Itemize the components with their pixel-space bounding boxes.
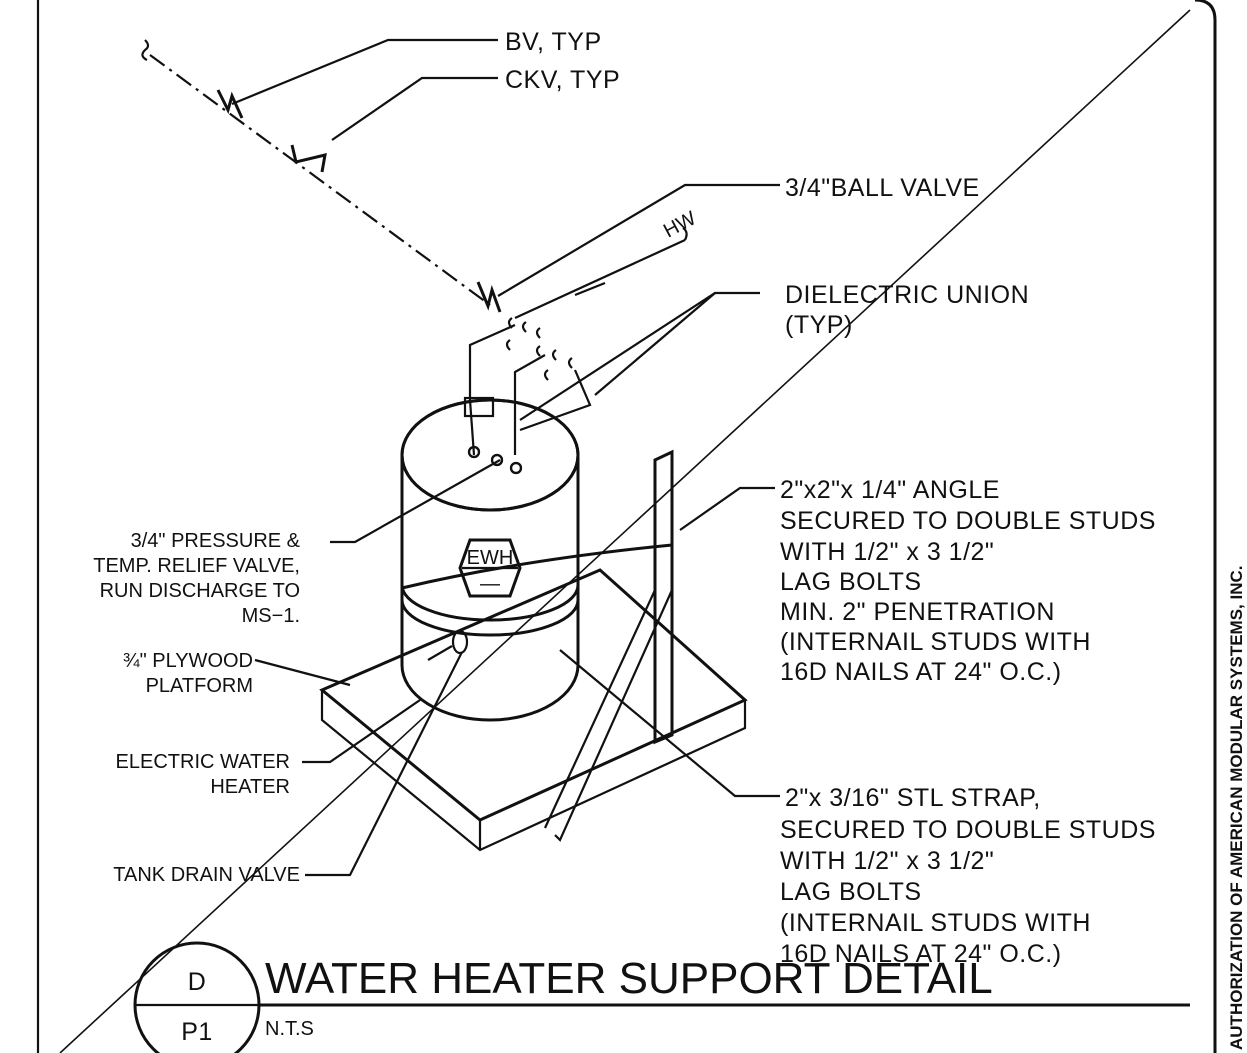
label-dielectric-line-2: (TYP) xyxy=(785,311,853,339)
pipe-break-top xyxy=(141,39,150,61)
cold-riser xyxy=(468,323,516,456)
leader-drain xyxy=(305,651,463,877)
tank-band-1 xyxy=(400,584,580,622)
label-hw: HW xyxy=(660,207,700,242)
steel-strap xyxy=(401,543,673,590)
vertical-angle xyxy=(653,449,674,745)
cold-water-pipe xyxy=(149,54,491,306)
label-strap-line-6: 16D NAILS AT 24" O.C.) xyxy=(780,940,1062,968)
diagonal-void-line xyxy=(59,9,1191,1053)
platform-support xyxy=(319,449,748,852)
ckv-symbol xyxy=(290,144,327,173)
diagonal-brace xyxy=(554,585,674,842)
label-strap-line-1: 2"x 3/16" STL STRAP, xyxy=(785,784,1041,812)
label-relief-valve: 3/4" PRESSURE & TEMP. RELIEF VALVE, RUN … xyxy=(93,530,300,627)
hot-riser xyxy=(513,354,546,455)
label-relief-line-3: RUN DISCHARGE TO xyxy=(100,580,300,602)
tank-top-rim xyxy=(400,398,580,512)
label-dielectric-line-1: DIELECTRIC UNION xyxy=(785,281,1029,309)
tank-top-fitting-1 xyxy=(467,445,481,459)
diagonal-brace-inner xyxy=(544,589,656,829)
label-angle: 2"x2"x 1/4" ANGLE SECURED TO DOUBLE STUD… xyxy=(780,476,1156,686)
label-strap-line-3: WITH 1/2" x 3 1/2" xyxy=(780,847,994,875)
riser-connector xyxy=(519,369,592,432)
leader-heater xyxy=(302,699,421,764)
label-plywood-line-2: PLATFORM xyxy=(146,675,253,697)
label-plywood-platform: ¾" PLYWOOD PLATFORM xyxy=(123,650,253,697)
label-angle-line-1: 2"x2"x 1/4" ANGLE xyxy=(780,476,1000,504)
relief-valve-body xyxy=(463,396,495,418)
label-electric-water-heater: ELECTRIC WATER HEATER xyxy=(116,751,290,798)
bv-symbol xyxy=(216,89,244,119)
detail-title-block: D P1 WATER HEATER SUPPORT DETAIL N.T.S xyxy=(133,941,1190,1053)
detail-title: WATER HEATER SUPPORT DETAIL xyxy=(265,954,993,1003)
label-plywood-line-1: ¾" PLYWOOD xyxy=(123,650,253,672)
ewh-label: EWH xyxy=(467,547,514,569)
label-ckv: CKV, TYP xyxy=(505,66,620,94)
hot-water-pipe xyxy=(514,239,686,319)
drain-valve-stem xyxy=(427,645,453,661)
leader-angle xyxy=(679,486,775,531)
leader-lines xyxy=(231,38,780,877)
label-angle-line-2: SECURED TO DOUBLE STUDS xyxy=(780,507,1156,535)
leader-relief xyxy=(330,459,501,544)
tank-top-fitting-2 xyxy=(490,453,504,467)
label-angle-line-4: LAG BOLTS xyxy=(780,568,922,596)
side-authorization-text: AUTHORIZATION OF AMERICAN MODULAR SYSTEM… xyxy=(1227,566,1246,1050)
label-strap-line-2: SECURED TO DOUBLE STUDS xyxy=(780,816,1156,844)
leader-strap xyxy=(559,649,780,798)
leader-dielectric-2 xyxy=(594,292,716,396)
label-relief-line-1: 3/4" PRESSURE & xyxy=(131,530,301,552)
drain-valve-fitting xyxy=(451,629,469,655)
hw-pipe-break xyxy=(682,227,688,241)
dielectric-union-symbols xyxy=(505,317,573,381)
label-strap-line-4: LAG BOLTS xyxy=(780,878,922,906)
label-angle-line-7: 16D NAILS AT 24" O.C.) xyxy=(780,658,1062,686)
label-tank-drain-valve: TANK DRAIN VALVE xyxy=(113,864,300,886)
tank-band-2 xyxy=(400,599,580,637)
tank-top-fitting-3 xyxy=(509,461,523,475)
tank-body xyxy=(400,455,580,722)
label-relief-line-2: TEMP. RELIEF VALVE, xyxy=(93,555,300,577)
ewh-dash: — xyxy=(480,573,500,595)
label-strap-line-5: (INTERNAIL STUDS WITH xyxy=(780,909,1091,937)
detail-scale: N.T.S xyxy=(265,1018,314,1040)
label-angle-line-3: WITH 1/2" x 3 1/2" xyxy=(780,538,994,566)
plywood-platform-top xyxy=(319,568,748,822)
leader-plywood xyxy=(254,658,351,687)
border-right-edge xyxy=(1194,0,1217,1053)
label-relief-line-4: MS−1. xyxy=(242,605,300,627)
label-dielectric-union: DIELECTRIC UNION (TYP) xyxy=(785,281,1029,339)
label-ball-valve: 3/4"BALL VALVE xyxy=(785,174,980,202)
detail-letter: D xyxy=(188,968,207,996)
detail-sheet-number: P1 xyxy=(181,1018,213,1046)
ball-valve-symbol xyxy=(476,281,502,313)
piping xyxy=(141,39,688,475)
leader-ckv xyxy=(331,76,498,141)
label-angle-line-6: (INTERNAIL STUDS WITH xyxy=(780,628,1091,656)
sheet-border xyxy=(36,0,1217,1053)
label-heater-line-1: ELECTRIC WATER xyxy=(116,751,290,773)
label-heater-line-2: HEATER xyxy=(210,776,290,798)
label-bv: BV, TYP xyxy=(505,28,602,56)
ewh-hexagon-tag xyxy=(458,538,522,598)
label-steel-strap: 2"x 3/16" STL STRAP, SECURED TO DOUBLE S… xyxy=(780,784,1156,968)
flow-arrow-mark xyxy=(574,281,606,297)
leader-ball-valve xyxy=(497,183,780,297)
label-angle-line-5: MIN. 2" PENETRATION xyxy=(780,598,1055,626)
leader-bv xyxy=(231,38,498,106)
